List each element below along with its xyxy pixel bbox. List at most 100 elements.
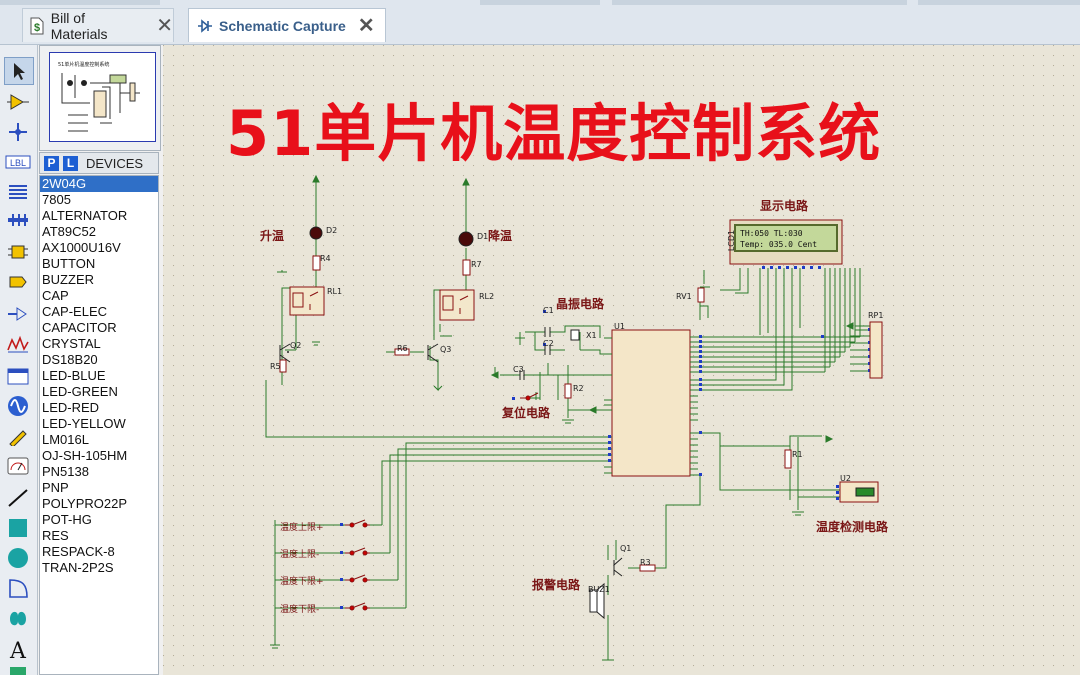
device-item[interactable]: RESPACK-8	[42, 544, 115, 559]
label-reset: 复位电路	[502, 406, 551, 420]
arc-icon[interactable]	[4, 575, 32, 601]
tab-label: Bill of Materials	[50, 9, 108, 42]
component-icon[interactable]	[4, 89, 32, 115]
mode-toolbar: LBL A	[0, 45, 38, 675]
ref-rv1: RV1	[676, 292, 692, 301]
device-item[interactable]: CAPACITOR	[42, 320, 117, 335]
ref-r3: R3	[640, 558, 651, 567]
svg-text:LBL: LBL	[10, 158, 26, 168]
ref-q2: Q2	[290, 341, 302, 350]
ref-c2: C2	[543, 339, 554, 348]
device-item[interactable]: ALTERNATOR	[42, 208, 128, 223]
ref-r4: R4	[320, 254, 331, 263]
device-item[interactable]: CAP-ELEC	[42, 304, 108, 319]
path-icon[interactable]	[4, 605, 32, 631]
device-item[interactable]: LED-BLUE	[42, 368, 106, 383]
ref-c3: C3	[513, 365, 524, 374]
ref-u2: U2	[840, 474, 851, 483]
meter-icon[interactable]	[4, 453, 32, 479]
terminal-icon[interactable]	[4, 269, 32, 295]
tab-bill-of-materials[interactable]: $ Bill of Materials ✕	[22, 8, 174, 42]
overview-title: 51单片机温度控制系统	[58, 61, 109, 68]
ref-rl2: RL2	[479, 292, 495, 301]
tab-schematic-capture[interactable]: Schematic Capture ✕	[188, 8, 386, 42]
symbol-icon[interactable]	[4, 667, 32, 675]
probe-icon[interactable]	[4, 423, 32, 449]
device-item[interactable]: TRAN-2P2S	[42, 560, 114, 575]
switch-label: 温度下限-	[280, 605, 320, 615]
pin-icon[interactable]	[4, 301, 32, 327]
label-temp-detect: 温度检测电路	[816, 520, 889, 534]
lcd-line-1: TH:050 TL:030	[740, 229, 803, 238]
schematic-title: 51单片机温度控制系统	[226, 97, 882, 170]
label-icon[interactable]: LBL	[4, 149, 32, 175]
label-heat: 升温	[260, 229, 285, 243]
device-item[interactable]: OJ-SH-105HM	[42, 448, 128, 463]
device-item[interactable]: CRYSTAL	[42, 336, 101, 351]
device-item[interactable]: CAP	[42, 288, 69, 303]
device-item[interactable]: RES	[42, 528, 69, 543]
ref-r7: R7	[471, 260, 482, 269]
library-manager-button[interactable]: L	[63, 155, 78, 171]
close-icon[interactable]: ✕	[156, 14, 173, 37]
overview-window[interactable]: 51单片机温度控制系统	[39, 45, 161, 151]
ref-q3: Q3	[440, 345, 452, 354]
tape-icon[interactable]	[4, 363, 32, 389]
bom-dollar-icon: $	[29, 17, 45, 35]
device-item[interactable]: LED-GREEN	[42, 384, 118, 399]
schematic-canvas[interactable]: TH:050 TL:030 Temp: 035.0 Cent	[163, 45, 1080, 675]
circle-icon[interactable]	[4, 545, 32, 571]
svg-text:$: $	[34, 22, 40, 34]
generator-icon[interactable]	[4, 393, 32, 419]
label-display: 显示电路	[760, 199, 809, 213]
device-item[interactable]: PNP	[42, 480, 69, 495]
device-item[interactable]: PN5138	[42, 464, 89, 479]
close-icon[interactable]: ✕	[357, 14, 375, 37]
switch-label: 温度下限+	[280, 577, 324, 587]
ref-rl1: RL1	[327, 287, 343, 296]
tab-label: Schematic Capture	[219, 17, 346, 34]
devices-list[interactable]: 2W04G 7805 ALTERNATOR AT89C52 AX1000U16V…	[39, 175, 159, 675]
device-item[interactable]: BUZZER	[42, 272, 94, 287]
devices-header: P L DEVICES	[39, 152, 159, 174]
box-icon[interactable]	[4, 515, 32, 541]
line-icon[interactable]	[4, 485, 32, 511]
label-cool: 降温	[488, 229, 513, 243]
pointer-icon[interactable]	[4, 57, 34, 85]
devices-title: DEVICES	[86, 155, 144, 171]
subcircuit-icon[interactable]	[4, 239, 32, 265]
overview-viewport[interactable]: 51单片机温度控制系统	[49, 52, 156, 142]
device-item[interactable]: DS18B20	[42, 352, 98, 367]
device-item[interactable]: 7805	[42, 192, 71, 207]
device-item[interactable]: BUTTON	[42, 256, 96, 271]
label-crystal: 晶振电路	[556, 297, 605, 311]
device-item[interactable]: AX1000U16V	[42, 240, 121, 255]
ref-r6: R6	[397, 344, 408, 353]
ref-r5: R5	[270, 362, 281, 371]
device-item[interactable]: AT89C52	[42, 224, 96, 239]
pick-devices-button[interactable]: P	[44, 155, 59, 171]
lcd-screen: TH:050 TL:030 Temp: 035.0 Cent	[734, 224, 838, 252]
text-script-icon[interactable]	[4, 179, 32, 205]
text-icon[interactable]: A	[4, 637, 32, 663]
device-item[interactable]: LED-RED	[42, 400, 100, 415]
device-item[interactable]: LED-YELLOW	[42, 416, 126, 431]
ref-buz1: BUZ1	[588, 585, 610, 594]
svg-text:A: A	[9, 639, 27, 661]
switch-label: 温度上限+	[280, 523, 324, 533]
ref-x1: X1	[586, 331, 597, 340]
junction-icon[interactable]	[4, 119, 32, 145]
device-item[interactable]: POLYPRO22P	[42, 496, 128, 511]
ref-r2: R2	[573, 384, 584, 393]
ref-c1: C1	[543, 306, 554, 315]
label-alarm: 报警电路	[532, 578, 581, 592]
graph-icon[interactable]	[4, 331, 32, 357]
ref-d2: D2	[326, 226, 338, 235]
bus-icon[interactable]	[4, 207, 32, 233]
device-item[interactable]: 2W04G	[40, 176, 158, 192]
ref-r1: R1	[792, 450, 803, 459]
device-item[interactable]: LM016L	[42, 432, 89, 447]
ref-lcd1: LCD1	[727, 229, 737, 252]
device-item[interactable]: POT-HG	[42, 512, 92, 527]
document-tab-bar: $ Bill of Materials ✕ Schematic Capture …	[0, 0, 1080, 45]
